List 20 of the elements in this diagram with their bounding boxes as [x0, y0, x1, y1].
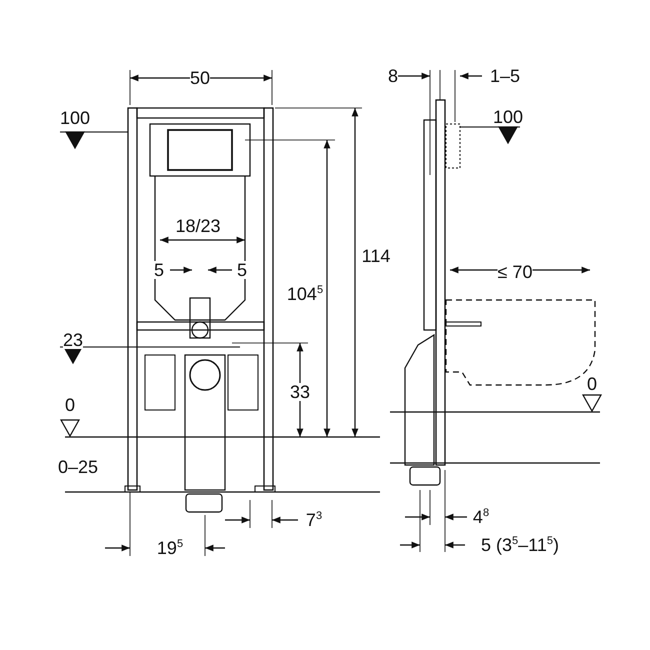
dimension-label: 104$^{5}$ [286, 285, 324, 303]
dimension-label: 5 [237, 261, 247, 279]
dimension-label: 114 [362, 247, 390, 265]
dimension-label: 33 [290, 383, 310, 401]
dimension-label: 50 [190, 69, 210, 87]
dimension-label: 8 [388, 67, 398, 85]
dimension-label: 5 [154, 261, 164, 279]
dimension-label: 5 (3$^{5}$–11$^{5}$) [481, 536, 559, 554]
level-label: 0 [587, 375, 597, 393]
level-label: 100 [60, 109, 90, 127]
dimension-label: 0–25 [58, 458, 98, 476]
dimension-label: 7$^{3}$ [306, 511, 322, 529]
level-label: 23 [62, 331, 84, 349]
level-label: 100 [492, 108, 524, 126]
dimension-label: 18/23 [175, 217, 221, 235]
dimension-label: 1–5 [490, 67, 520, 85]
dimension-label: 19$^{5}$ [156, 539, 184, 557]
dimension-label: 4$^{8}$ [472, 508, 490, 526]
dimension-label: ≤ 70 [498, 263, 532, 281]
level-label: 0 [65, 396, 75, 414]
